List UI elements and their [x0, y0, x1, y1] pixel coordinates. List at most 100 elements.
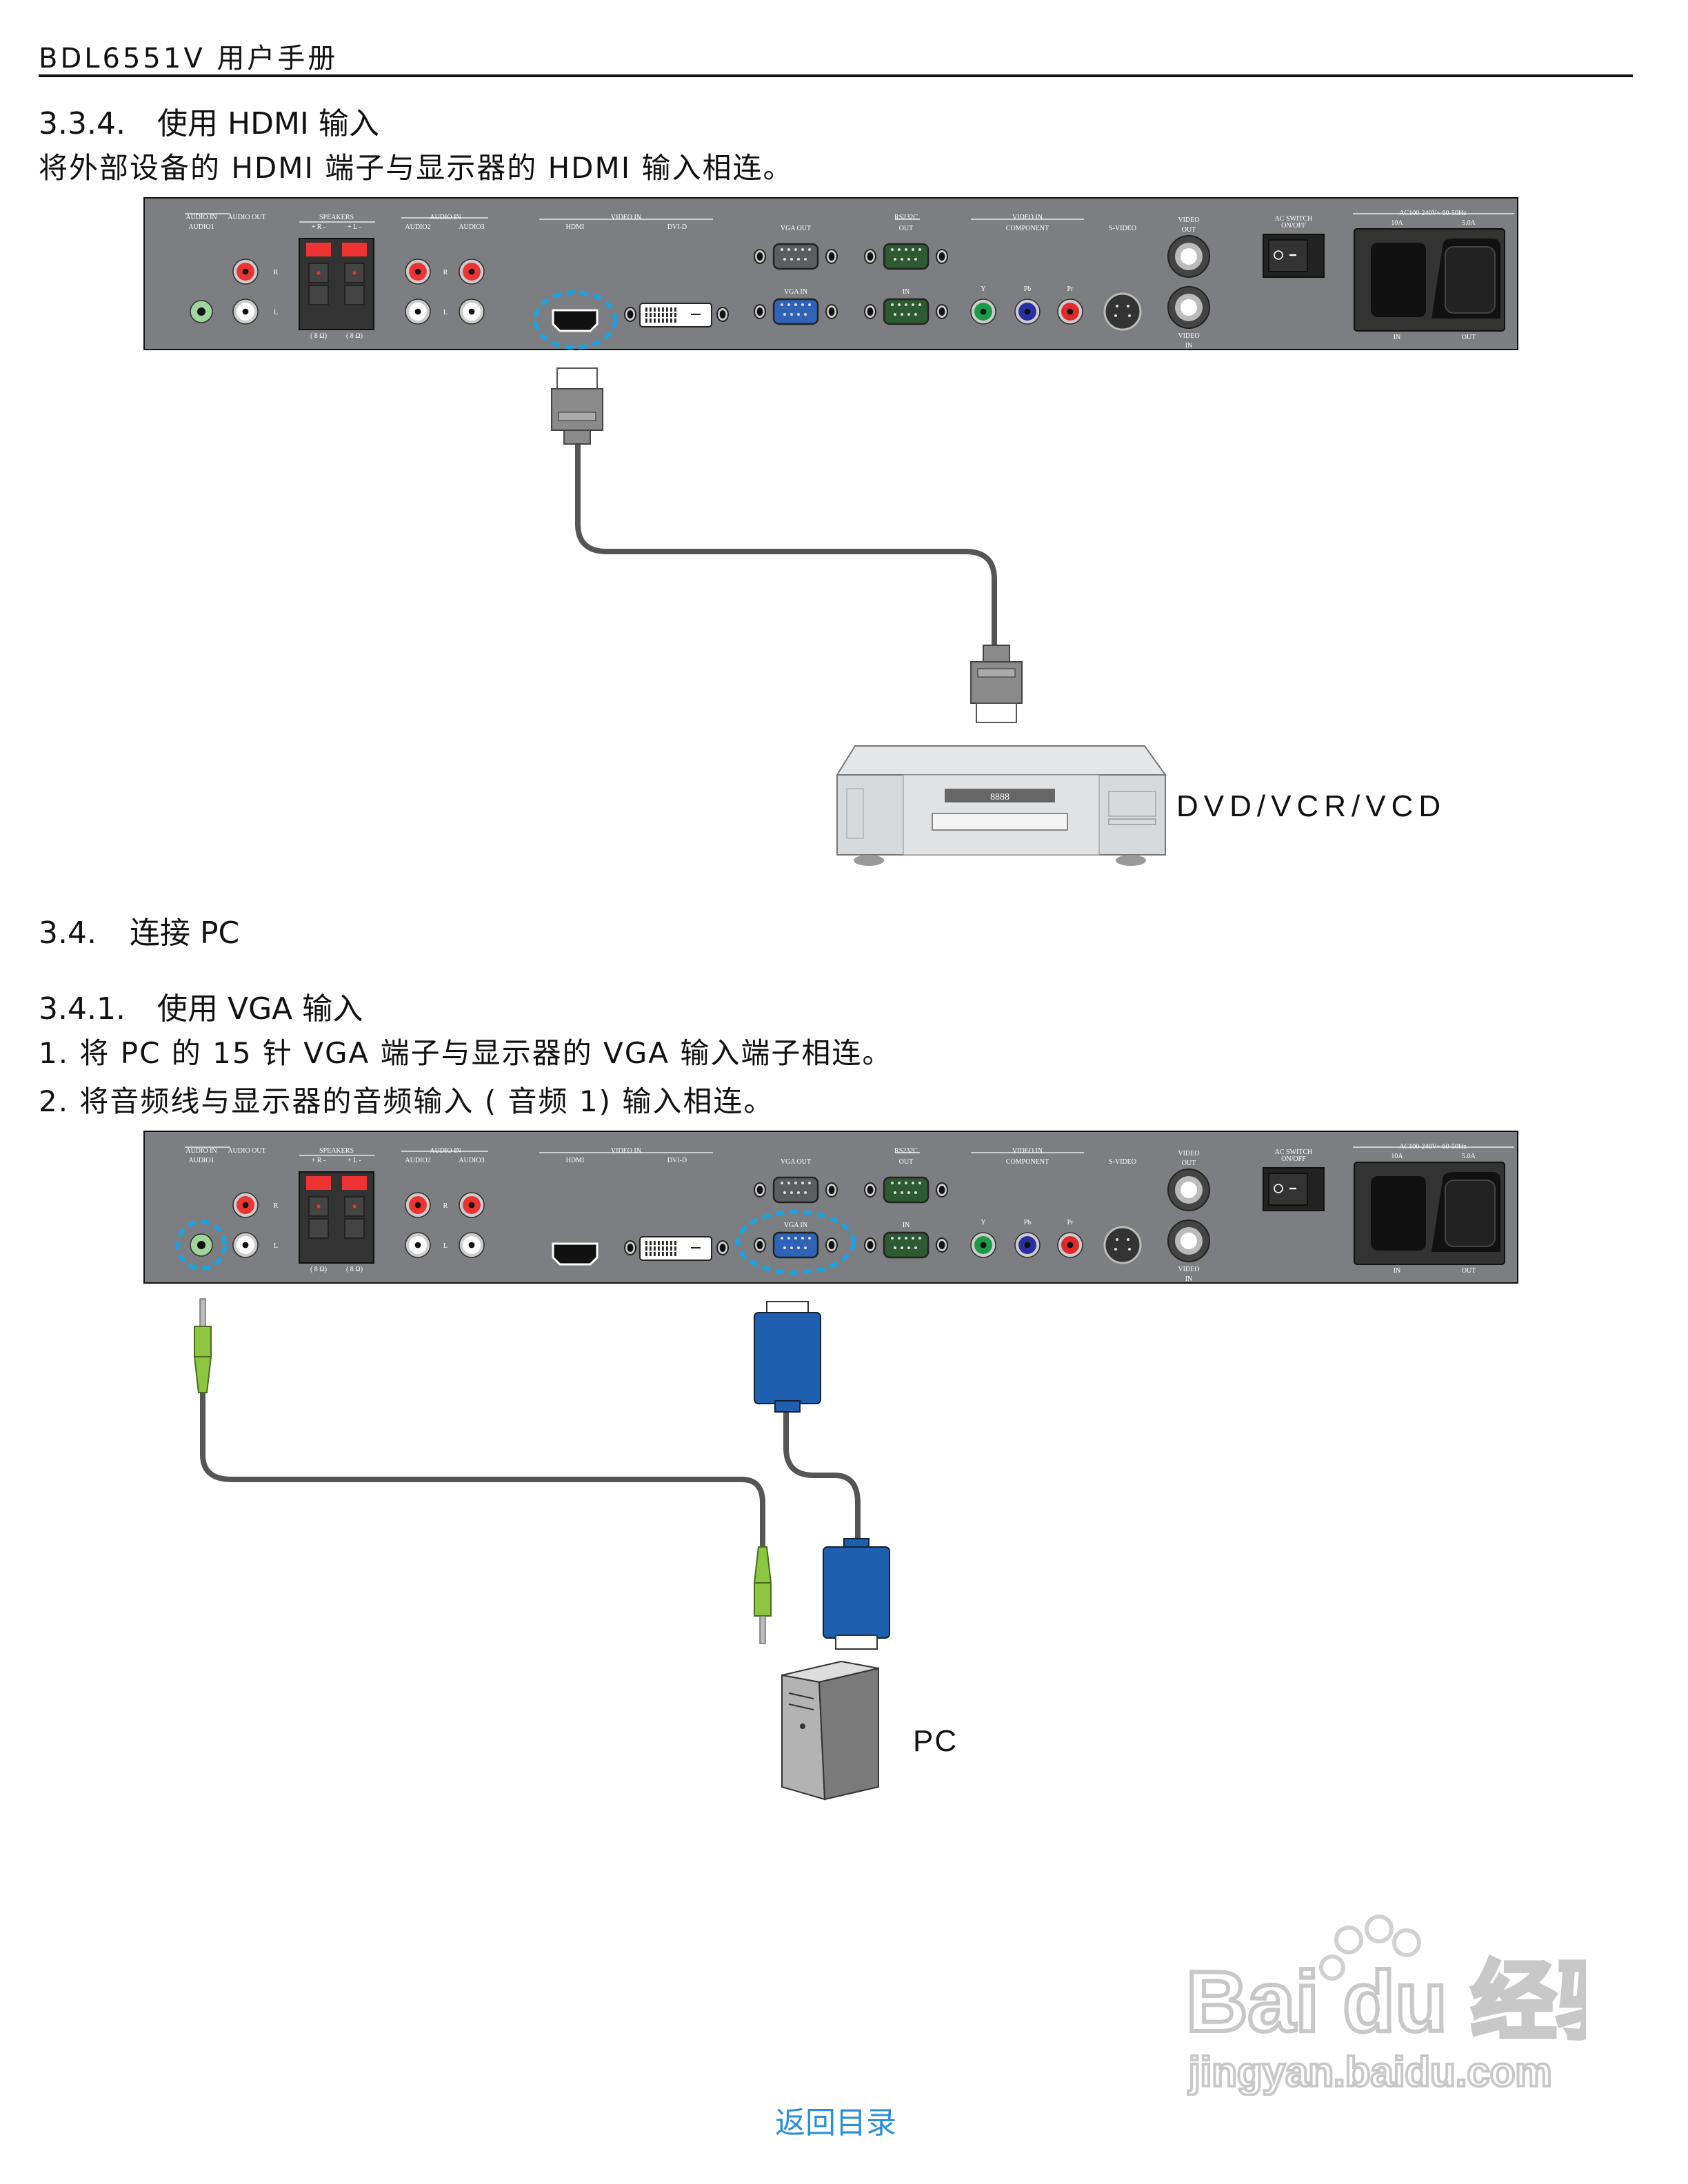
pin — [912, 303, 914, 306]
rs232c-in-port — [883, 298, 930, 325]
panel-label: Pb — [1024, 285, 1032, 293]
off-symbol — [1274, 250, 1283, 260]
panel-label: OUT — [1182, 1160, 1196, 1167]
svg-text:Bai du 经验: Bai du 经验 — [1186, 1954, 1586, 2050]
pin — [891, 303, 894, 306]
s-video-port — [1103, 292, 1142, 331]
dvi-pin — [650, 318, 652, 323]
dvd-display: 8888 — [990, 792, 1009, 802]
panel-label: OUT — [1462, 334, 1476, 341]
audio-out-l-pin — [242, 308, 249, 315]
panel-label: R — [443, 1202, 448, 1210]
vga-cable — [783, 1409, 861, 1541]
step-2-text: 2. 将音频线与显示器的音频输入 ( 音频 1) 输入相连。 — [39, 1085, 774, 1118]
pin — [905, 248, 907, 251]
panel-label: VGA OUT — [781, 225, 811, 232]
s-video-port — [1103, 1226, 1142, 1264]
jack-hole — [197, 307, 205, 316]
dvi-pin — [666, 1241, 668, 1245]
screw-hole — [828, 307, 835, 316]
back-to-contents-link[interactable]: 返回目录 — [774, 2107, 896, 2141]
pin — [912, 1237, 914, 1240]
panel-label: L — [443, 309, 448, 316]
panel-label: Y — [981, 285, 985, 293]
pin — [801, 1237, 804, 1240]
component-pr-pin — [1067, 1242, 1074, 1248]
panel-label: AUDIO OUT — [228, 214, 265, 221]
panel-label: VIDEO IN — [1012, 1147, 1043, 1155]
panel-label: Pr — [1067, 1219, 1074, 1226]
pin — [790, 313, 793, 316]
section-title: 使用 HDMI 输入 — [157, 108, 379, 142]
pin — [901, 1246, 903, 1249]
panel-label: VIDEO IN — [611, 214, 641, 221]
panel-label: RS232C — [894, 214, 918, 221]
hdmi-cable — [575, 444, 997, 648]
outlet-recess — [1445, 1180, 1496, 1247]
vga-in-port — [772, 298, 819, 325]
dvi-pin — [654, 318, 656, 323]
panel-label: AC SWITCH — [1275, 1149, 1313, 1156]
section-3-4-1-heading: 3.4.1.使用 VGA 输入 — [39, 984, 363, 1029]
panel-label: AUDIO1 — [188, 223, 214, 231]
pin — [783, 1191, 786, 1194]
pin — [894, 313, 896, 316]
screw-hole — [719, 1244, 726, 1252]
panel-label: OUT — [1462, 1267, 1476, 1275]
panel-label: RS232C — [894, 1147, 918, 1155]
panel-label: HDMI — [566, 223, 585, 231]
dvi-pin — [654, 1241, 656, 1245]
hdmi-port — [552, 309, 599, 332]
dvi-pin — [662, 307, 664, 312]
pin — [918, 1182, 921, 1184]
pin — [914, 313, 917, 316]
screw-hole — [756, 1186, 763, 1194]
vga-out-port — [772, 243, 819, 270]
pin — [797, 258, 800, 261]
panel-label: AUDIO IN — [430, 1147, 461, 1155]
dvi-pin — [662, 313, 664, 317]
pin — [901, 1191, 903, 1194]
pin — [912, 248, 914, 251]
pin — [901, 313, 903, 316]
panel-label: ON/OFF — [1281, 1155, 1306, 1163]
pin — [1114, 1248, 1117, 1251]
pin — [914, 1191, 917, 1194]
pin — [787, 1182, 790, 1184]
terminal-dot — [316, 1204, 321, 1209]
dvi-pin — [670, 1246, 672, 1251]
panel-label: COMPONENT — [1006, 225, 1049, 232]
vga-plug-top — [754, 1301, 821, 1413]
panel-label: OUT — [899, 225, 914, 232]
dvi-pin — [662, 318, 664, 323]
pin — [1127, 1238, 1129, 1241]
audio2-r-pin — [414, 1202, 421, 1209]
pin — [787, 248, 790, 251]
dvi-pin — [645, 1241, 647, 1245]
dvi-pin — [658, 313, 660, 317]
pin — [808, 303, 811, 306]
pin — [894, 258, 896, 261]
dvi-pin — [654, 1252, 656, 1256]
pin — [804, 1246, 807, 1249]
panel-label: VIDEO — [1178, 216, 1199, 224]
dvi-pin — [658, 307, 660, 312]
speaker-clip — [306, 243, 331, 256]
header-rule — [39, 74, 1633, 77]
vga-plug-bottom — [823, 1538, 890, 1650]
panel-label: VGA IN — [784, 288, 807, 296]
pin — [907, 313, 910, 316]
panel-label: AUDIO IN — [430, 214, 461, 221]
pin — [905, 1237, 907, 1240]
pin — [905, 1182, 907, 1184]
speaker-clip — [342, 243, 367, 256]
section-title: 连接 PC — [130, 917, 240, 951]
dvi-pin — [658, 1246, 660, 1251]
panel-label: + L - — [348, 223, 361, 231]
panel-label: 5.0A — [1462, 1153, 1476, 1160]
panel-label: + L - — [348, 1157, 361, 1164]
dvi-pin — [645, 1246, 647, 1251]
screw-hole — [867, 307, 874, 316]
